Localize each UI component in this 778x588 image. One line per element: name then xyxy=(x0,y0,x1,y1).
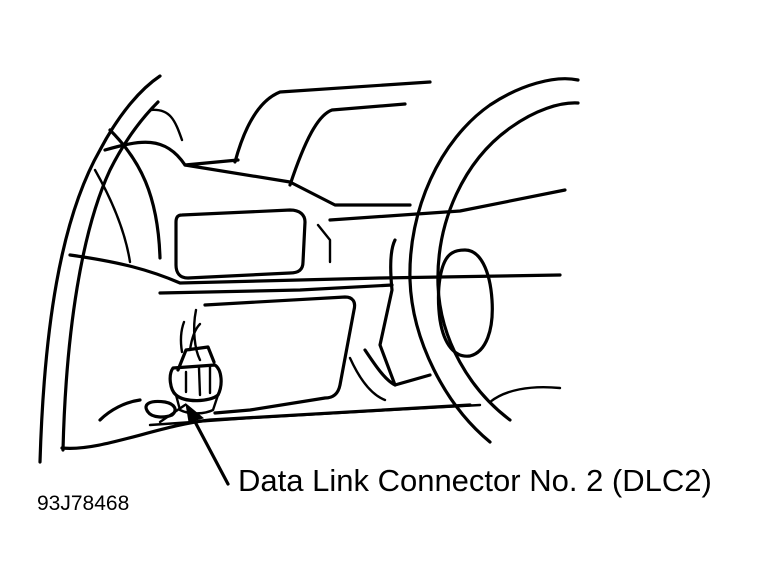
dash-right-rail xyxy=(328,188,567,222)
lower-dash-edge-2 xyxy=(98,398,142,422)
lower-opening-inner xyxy=(192,308,202,362)
callout-leader xyxy=(191,416,230,486)
dash-surface-curve xyxy=(108,128,162,260)
steering-wheel-rim-inner xyxy=(436,101,580,422)
figure-id: 93J78468 xyxy=(37,492,130,515)
lower-opening xyxy=(203,295,357,415)
dash-top-edge xyxy=(103,140,240,167)
instrument-hood-lower xyxy=(288,102,407,187)
lower-dash-edge xyxy=(60,403,472,450)
upper-vent-edge xyxy=(316,223,332,264)
dash-panel-upper xyxy=(183,163,412,207)
dash-top-back xyxy=(148,108,184,142)
column-shroud xyxy=(363,348,397,387)
steering-wheel-rim xyxy=(408,77,580,444)
steering-wheel-spoke xyxy=(436,248,494,358)
upper-vent xyxy=(174,208,307,280)
dash-surface-left xyxy=(93,168,132,264)
a-pillar xyxy=(38,74,162,464)
dash-panel-line-2 xyxy=(158,283,394,295)
steering-wheel-hub-lower xyxy=(488,385,562,404)
a-pillar-inner xyxy=(61,100,160,452)
callout-arrowhead xyxy=(185,402,205,423)
dash-panel-line xyxy=(68,253,562,285)
column-lower xyxy=(348,356,387,402)
steering-column-cover xyxy=(378,238,432,387)
floor-edge xyxy=(148,403,482,427)
callout-label: Data Link Connector No. 2 (DLC2) xyxy=(238,463,712,498)
dlc2-connector xyxy=(144,320,223,424)
instrument-hood xyxy=(233,80,432,164)
